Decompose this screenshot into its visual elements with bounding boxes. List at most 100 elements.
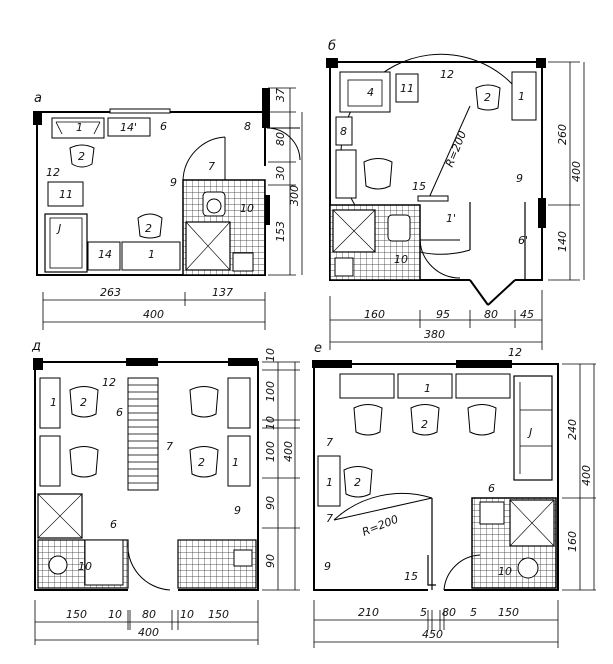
plan-d-wall-block (126, 358, 158, 366)
plan-b-letter: б (328, 39, 336, 54)
plan-a-window (109, 108, 171, 114)
dim: 5 (470, 606, 477, 619)
plan-b-shower-x (332, 209, 376, 253)
dim: 10 (180, 608, 194, 621)
label: 2 (80, 396, 87, 409)
dim: 137 (212, 286, 233, 299)
label: 6 (160, 120, 167, 133)
label: 1 (148, 248, 155, 261)
plan-b-door-leaf (469, 202, 526, 280)
label: 2 (421, 418, 428, 431)
plan-d-dim-text: 150 10 80 10 150 400 10 100 10 100 90 90… (66, 348, 295, 639)
label: 7 (166, 440, 173, 453)
plan-d-chair (69, 386, 99, 418)
dim: 400 (570, 161, 583, 182)
plan-b-dimensions (329, 61, 585, 350)
plan-a-dim-text: 263 137 400 37 80 30 153 300 (100, 88, 301, 321)
plan-b-chair-right (475, 84, 501, 111)
plan-d-cabinet (39, 377, 61, 429)
plan-b-cabinet-left (335, 149, 357, 199)
dim: 150 (208, 608, 229, 621)
plan-b-chair (363, 158, 393, 190)
label: 12 (46, 166, 60, 179)
label: 6 (488, 482, 495, 495)
plan-e-shower-x (509, 499, 555, 547)
dim: 240 (566, 419, 579, 440)
plan-a-chair-mid (137, 213, 163, 239)
plan-e-sofa-lines (519, 382, 552, 474)
label: 1 (50, 396, 57, 409)
plan-d: д 12 1 2 6 7 2 1 (31, 339, 300, 645)
dim: 80 (442, 606, 456, 619)
dim: 100 (264, 381, 277, 402)
label: 9 (516, 172, 523, 185)
label: 12 (440, 68, 454, 81)
plan-b-box-11 (395, 73, 419, 103)
label: 2 (78, 150, 85, 163)
label: 11 (400, 82, 414, 95)
label: 6 (110, 518, 117, 531)
dim: 450 (422, 628, 443, 641)
plan-e-chair (410, 404, 440, 436)
label: 2 (198, 456, 205, 469)
plan-b-box-8 (335, 116, 353, 146)
plan-e-letter: е (314, 341, 322, 356)
plan-d-labels: 12 1 2 6 7 2 1 9 6 10 (50, 376, 241, 573)
label: 9 (324, 560, 331, 573)
dim: 100 (264, 441, 277, 462)
plan-b-radius-line (427, 105, 471, 201)
plan-e: е 12 1 2 J 7 1 2 (312, 341, 596, 648)
dim: 160 (364, 308, 385, 321)
dim: 10 (108, 608, 122, 621)
dim: 80 (484, 308, 498, 321)
dim: 80 (274, 132, 287, 146)
label: 7 (208, 160, 215, 173)
plan-b-wall-block (326, 58, 338, 68)
plan-a-shower-x (185, 221, 231, 271)
dim: 5 (420, 606, 427, 619)
plan-a-labels: 1 14' 6 8 2 12 9 7 11 J 10 2 14 1 (46, 120, 254, 261)
dim: 90 (264, 554, 277, 568)
plan-e-chair-left (343, 466, 373, 498)
plan-a-toilet-bowl (206, 198, 222, 214)
dim: 400 (282, 441, 295, 462)
plan-b-bath-door (419, 239, 461, 279)
plan-d-bath-unit (84, 539, 124, 586)
label: 2 (145, 222, 152, 235)
plan-d-wall-block (228, 358, 258, 366)
plan-e-wall-block (312, 360, 352, 368)
plan-d-rack-lines (128, 384, 158, 484)
plan-d-toilet (48, 555, 68, 575)
plan-b-dim-text: 160 95 80 45 380 260 140 400 (364, 124, 583, 341)
plan-e-cabinet-left (317, 455, 341, 507)
plan-d-shower-x (37, 493, 83, 539)
dim: 150 (66, 608, 87, 621)
plan-e-dim-text: 210 5 80 5 150 450 240 160 400 (358, 419, 593, 641)
plan-e-toilet (517, 557, 539, 579)
dim: 210 (358, 606, 379, 619)
dim: 400 (580, 465, 593, 486)
plan-a-unit-1b (121, 241, 181, 271)
plan-d-chair (69, 446, 99, 478)
label: R=200 (360, 513, 400, 539)
label: 1 (76, 121, 83, 134)
dim: 10 (264, 348, 277, 362)
dim: 400 (143, 308, 164, 321)
plan-d-cabinet (227, 377, 251, 429)
label: 10 (498, 565, 512, 578)
plan-e-chair (467, 404, 497, 436)
dim: 45 (520, 308, 534, 321)
plan-a-dimensions (42, 87, 303, 330)
dim: 150 (498, 606, 519, 619)
label: R=200 (443, 129, 469, 169)
plan-b: б 4 11 12 2 1 8 R=200 (326, 39, 585, 350)
dim: 37 (274, 88, 287, 102)
dim: 300 (288, 185, 301, 206)
label: 6 (116, 406, 123, 419)
plan-e-dimensions (313, 363, 596, 648)
dim: 10 (264, 416, 277, 430)
plan-b-armchair-seat (347, 79, 383, 107)
label: 7 (326, 512, 333, 525)
plan-a-wall-block (262, 88, 270, 128)
